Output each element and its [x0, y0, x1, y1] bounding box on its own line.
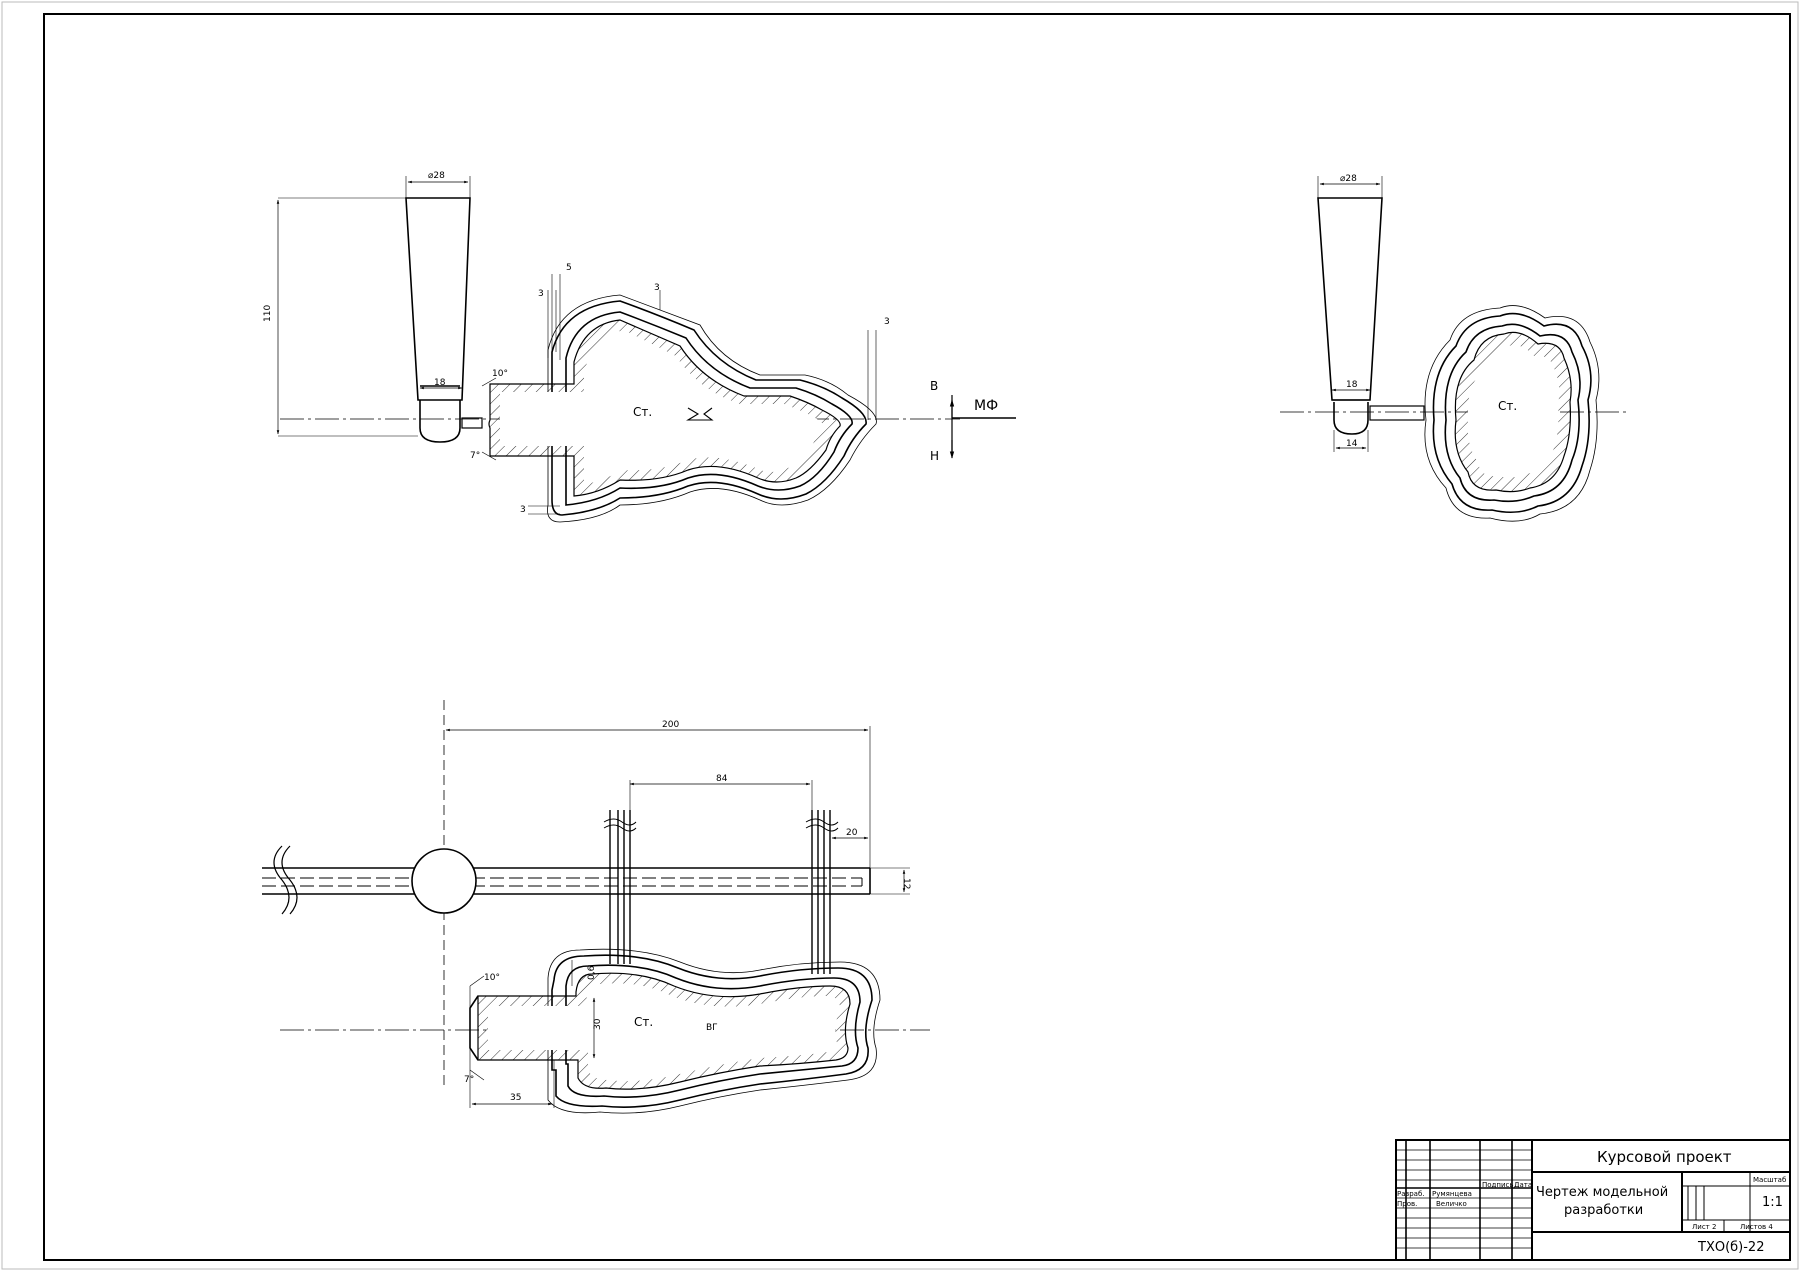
label-overall: 200: [662, 720, 679, 730]
title-block-text: Курсовой проект Чертеж модельной разрабо…: [1397, 1148, 1786, 1255]
label-side-bottom: 18: [1346, 380, 1358, 390]
mold-shell-inner: [565, 311, 853, 506]
tb-scale-header: Масштаб: [1753, 1176, 1786, 1184]
mold-side-shell-inner: [1444, 323, 1581, 503]
view-front-section: [276, 176, 1016, 523]
label-parting: МФ: [974, 398, 998, 414]
label-plan-angle-bottom: 7°: [464, 1075, 474, 1085]
tb-title-line1: Чертеж модельной: [1536, 1185, 1668, 1200]
view-side-labels: ⌀28 18 14 Ст.: [1340, 174, 1517, 449]
tb-sheet: Лист 2: [1692, 1223, 1716, 1231]
tb-row-dev: Разраб.: [1397, 1190, 1425, 1198]
label-height: 12: [901, 878, 911, 889]
label-angle-top: 10°: [492, 369, 508, 379]
label-angle-bottom: 7°: [470, 451, 480, 461]
label-plan-wall: 0,6: [587, 965, 597, 980]
mold-side-outer: [1424, 305, 1600, 522]
tb-sheets: Листов 4: [1740, 1223, 1773, 1231]
label-end: 20: [846, 828, 858, 838]
label-plan-angle-top: 10°: [484, 973, 500, 983]
label-between: 84: [716, 774, 728, 784]
mold-side-shell-outer: [1432, 312, 1592, 514]
label-wall-right: 3: [884, 317, 890, 327]
sprue-cone-side: [1317, 197, 1383, 401]
label-plan-material: Ст.: [634, 1015, 653, 1029]
label-wall-left-bottom: 3: [520, 505, 526, 515]
tb-col-date: Дата: [1514, 1181, 1532, 1189]
label-vg: ВГ: [706, 1023, 718, 1033]
label-wall-mid-top: 3: [654, 283, 660, 293]
label-sprue-height: 110: [263, 305, 273, 322]
mold-plan-outer: [547, 948, 881, 1114]
tb-col-sign: Подпись: [1482, 1181, 1514, 1189]
tb-row-check: Пров.: [1397, 1200, 1417, 1208]
label-wall-left-top: 3: [538, 289, 544, 299]
sprue-cone: [405, 197, 471, 401]
label-side-base: 14: [1346, 439, 1358, 449]
riser-circle: [411, 848, 477, 914]
label-core-dia: 30: [593, 1018, 603, 1030]
title-block: [1395, 1139, 1791, 1261]
tb-title-line2: разработки: [1564, 1203, 1643, 1218]
label-sprue-bottom: 18: [434, 378, 446, 388]
mold-outer-outline: [547, 294, 877, 523]
label-wall-top: 5: [566, 263, 572, 273]
view-plan-labels: 200 84 20 12 30 35 10° 7° 0,6 Ст. ВГ: [464, 720, 911, 1103]
view-front-labels: ⌀28 110 18 10° 7° 5 3 3 3 3 Ст. В Н МФ: [263, 171, 998, 515]
view-side: [1280, 176, 1630, 522]
label-sprue-diameter: ⌀28: [428, 171, 445, 181]
label-side-top: В: [930, 379, 938, 393]
mold-plan-shell-outer: [551, 954, 873, 1108]
tb-project: Курсовой проект: [1597, 1148, 1732, 1166]
label-side-material: Ст.: [1498, 399, 1517, 413]
label-side-bottom: Н: [930, 449, 939, 463]
tb-scale: 1:1: [1762, 1195, 1783, 1210]
tb-code: ТХО(б)-22: [1697, 1240, 1764, 1255]
tb-check-name: Величко: [1436, 1200, 1467, 1208]
tb-dev-name: Румянцева: [1432, 1190, 1472, 1198]
view-plan: [262, 700, 930, 1114]
drawing-frame: [43, 13, 1791, 1261]
label-material: Ст.: [633, 405, 652, 419]
label-side-diameter: ⌀28: [1340, 174, 1357, 184]
label-core-len: 35: [510, 1093, 521, 1103]
mold-plan-shell-inner: [565, 964, 861, 1098]
mold-shell-outer: [551, 300, 867, 516]
